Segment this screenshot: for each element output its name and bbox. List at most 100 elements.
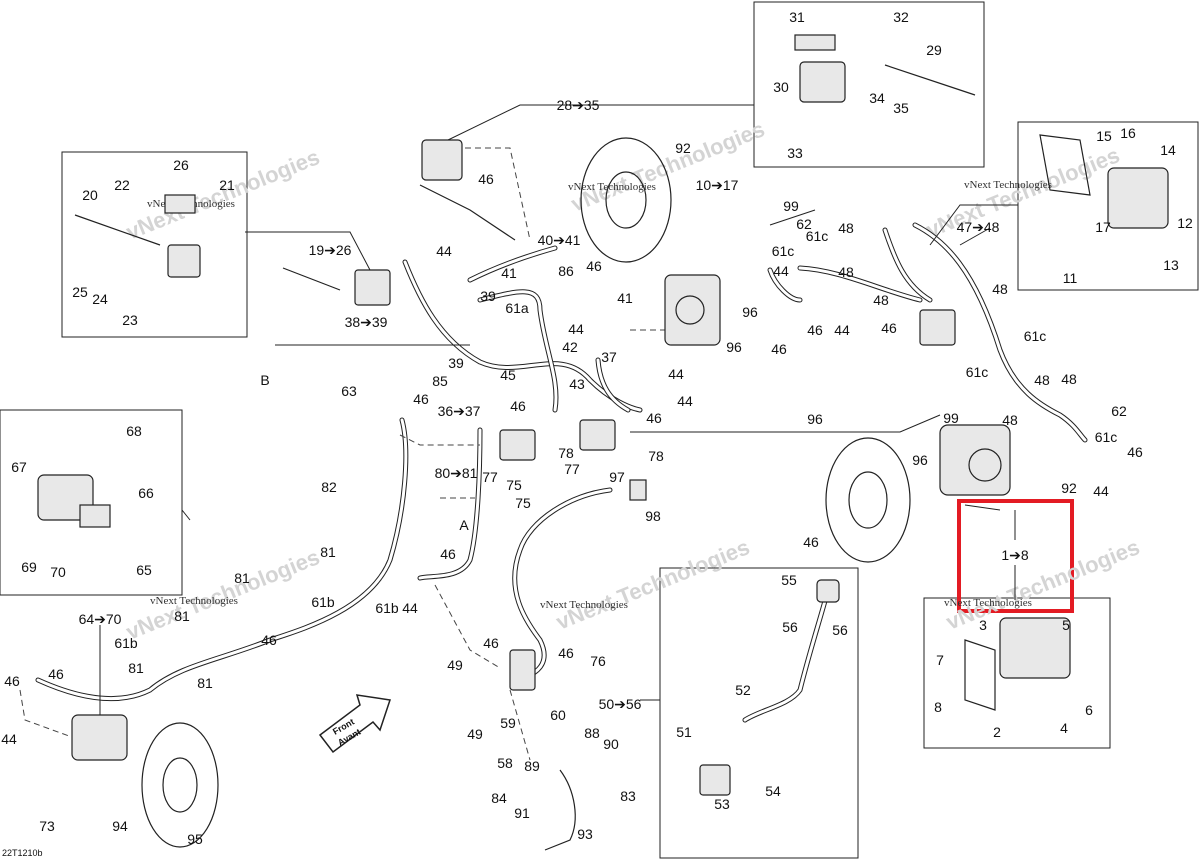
- callout-general-76: 46: [771, 341, 787, 357]
- callout-left-caliper-5: 65: [136, 562, 152, 578]
- watermark-large: vNext Technologies: [923, 142, 1124, 242]
- reservoir-box-parts: [699, 579, 840, 796]
- brake-disc-front: [580, 137, 672, 263]
- callout-general-18: 37: [601, 349, 617, 365]
- callout-rear-left-2: 44: [1, 731, 17, 747]
- callout-general-14: 40➔41: [538, 232, 581, 248]
- callout-general-35: A: [459, 517, 469, 533]
- callout-reservoir-box-5: 53: [714, 796, 730, 812]
- callout-top-master-3: 30: [773, 79, 789, 95]
- callout-lh-master-6: 23: [122, 312, 138, 328]
- callout-rear-left-1: 46: [48, 666, 64, 682]
- callout-general-91: 46: [1127, 444, 1143, 460]
- watermark-large: vNext Technologies: [553, 534, 754, 634]
- callout-general-48: 46: [483, 635, 499, 651]
- distribution-blocks: [499, 419, 616, 461]
- callout-rear-right-caliper-1: 16: [1120, 125, 1136, 141]
- brake-disc-right: [825, 437, 911, 563]
- callout-general-9: 39: [480, 288, 496, 304]
- callout-rear-left-range-0: 64➔70: [79, 611, 122, 627]
- callout-general-58: 90: [603, 736, 619, 752]
- callout-general-42: 81: [234, 570, 250, 586]
- callout-general-34: 80➔81: [435, 465, 478, 481]
- callout-lh-master-3: 20: [82, 187, 98, 203]
- master-cylinder-top: [794, 34, 976, 103]
- callout-general-22: 36➔37: [438, 403, 481, 419]
- callout-general-17: 42: [562, 339, 578, 355]
- callout-general-13: 41: [617, 290, 633, 306]
- callout-general-45: 81: [128, 660, 144, 676]
- callout-reservoir-box-6: 54: [765, 783, 781, 799]
- callout-general-81: 61c: [966, 364, 989, 380]
- callout-reservoir-box-3: 52: [735, 682, 751, 698]
- callout-general-3: B: [260, 372, 269, 388]
- callout-lh-range-0: 19➔26: [309, 242, 352, 258]
- callout-top-master-5: 35: [893, 100, 909, 116]
- callout-general-37: 81: [320, 544, 336, 560]
- callout-general-77: 96: [726, 339, 742, 355]
- callout-general-43: 81: [174, 608, 190, 624]
- callout-reservoir-box-2: 56: [832, 622, 848, 638]
- caliper-rear-left: [71, 714, 128, 761]
- master-cylinder-box: [753, 1, 985, 168]
- callout-general-56: 88: [584, 725, 600, 741]
- lh-lever-box-parts: [74, 194, 201, 278]
- callout-lh-master-1: 26: [173, 157, 189, 173]
- callout-general-49: 46: [558, 645, 574, 661]
- callout-general-50: 76: [590, 653, 606, 669]
- watermark-small: vNext Technologies: [944, 597, 1032, 609]
- callout-general-89: 96: [807, 411, 823, 427]
- reservoir-box: [659, 567, 859, 859]
- callout-left-caliper-4: 70: [50, 564, 66, 580]
- callout-front-right-caliper-1: 5: [1062, 617, 1070, 633]
- callout-general-29: 75: [515, 495, 531, 511]
- callout-general-55: 58: [497, 755, 513, 771]
- callout-general-86: 48: [1002, 412, 1018, 428]
- callout-general-88: 96: [912, 452, 928, 468]
- callout-top-master-6: 33: [787, 145, 803, 161]
- callout-left-caliper-2: 66: [138, 485, 154, 501]
- callout-general-68: 61c: [806, 228, 829, 244]
- callout-general-20: 44: [668, 366, 684, 382]
- watermark-small: vNext Technologies: [540, 599, 628, 611]
- callout-front-right-caliper-3: 8: [934, 699, 942, 715]
- callout-general-11: 86: [558, 263, 574, 279]
- callout-general-57: 89: [524, 758, 540, 774]
- callout-top-master-0: 31: [789, 9, 805, 25]
- callout-general-66: 61c: [772, 243, 795, 259]
- callout-general-92: 44: [1093, 483, 1109, 499]
- callout-general-26: 77: [482, 469, 498, 485]
- callout-general-4: 63: [341, 383, 357, 399]
- callout-general-12: 61a: [505, 300, 529, 316]
- caliper-front-left: [664, 274, 721, 346]
- front-right-caliper-box: [923, 597, 1111, 749]
- callout-general-78: 46: [881, 320, 897, 336]
- callout-general-63: 92: [675, 140, 691, 156]
- callout-front-right-caliper-6: 6: [1085, 702, 1093, 718]
- callout-front-right-caliper-0: 3: [979, 617, 987, 633]
- callout-general-7: 85: [432, 373, 448, 389]
- callout-rear-right-range-0: 47➔48: [957, 219, 1000, 235]
- callout-general-74: 46: [807, 322, 823, 338]
- master-cylinder-lh: [282, 267, 391, 306]
- callout-general-16: 44: [568, 321, 584, 337]
- caliper-right: [939, 424, 1011, 496]
- callout-general-51: 50➔56: [599, 696, 642, 712]
- callout-rear-right-caliper-0: 15: [1096, 128, 1112, 144]
- lh-master-box: [61, 151, 248, 338]
- callout-general-1: 44: [436, 243, 452, 259]
- callout-top-master-2: 29: [926, 42, 942, 58]
- callout-lh-master-0: 22: [114, 177, 130, 193]
- callout-general-0: 46: [478, 171, 494, 187]
- callout-general-44: 61b: [114, 635, 138, 651]
- callout-rear-right-caliper-2: 14: [1160, 142, 1176, 158]
- callout-general-30: 77: [564, 461, 580, 477]
- callout-general-6: 39: [448, 355, 464, 371]
- callout-lh-master-2: 21: [219, 177, 235, 193]
- callout-general-65: 99: [783, 198, 799, 214]
- left-caliper-box: [0, 409, 183, 596]
- callout-general-31: 97: [609, 469, 625, 485]
- callout-general-36: 82: [321, 479, 337, 495]
- callout-front-right-caliper-2: 7: [936, 652, 944, 668]
- callout-general-47: 49: [447, 657, 463, 673]
